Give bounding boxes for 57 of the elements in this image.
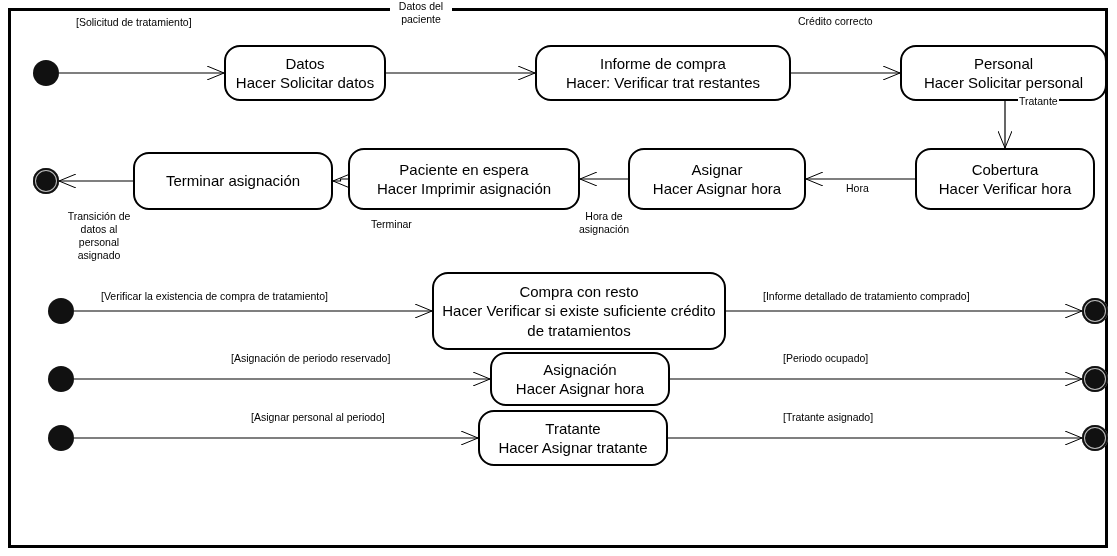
transition-arrow (667, 430, 1083, 446)
final-state (1082, 298, 1108, 324)
state-activity: Hacer: Verificar trat restantes (565, 73, 761, 93)
transition-arrow (73, 371, 491, 387)
transition-arrow (669, 371, 1083, 387)
initial-state (48, 366, 74, 392)
state-box (490, 352, 670, 406)
state-activity: Hacer Asignar hora (515, 379, 645, 399)
state-box (348, 148, 580, 210)
state-name: Tratante (545, 418, 601, 438)
final-state (1082, 366, 1108, 392)
transition-arrow (58, 173, 134, 189)
state-name: Paciente en espera (399, 159, 529, 179)
state-activity: Hacer Solicitar personal (923, 73, 1084, 93)
state-activity: Hacer Asignar tratante (498, 438, 648, 458)
transition-arrow (73, 430, 479, 446)
initial-state (48, 298, 74, 324)
final-state (1082, 425, 1108, 451)
transition-arrow (805, 171, 916, 187)
state-box (628, 148, 806, 210)
state-name: Personal (973, 53, 1034, 73)
state-name: Datos (285, 53, 325, 73)
state-name: Asignación (543, 359, 617, 379)
initial-state (33, 60, 59, 86)
state-activity: Hacer Asignar hora (652, 179, 782, 199)
transition-arrow (725, 303, 1083, 319)
state-name: Informe de compra (600, 53, 726, 73)
edge-label: [Asignar personal al periodo] (250, 411, 386, 425)
state-box (478, 410, 668, 466)
state-name: Cobertura (971, 159, 1039, 179)
edge-label: Datos del paciente (390, 0, 452, 27)
edge-label: [Informe detallado de tratamiento comprado] (762, 290, 971, 304)
state-box (432, 272, 726, 350)
edge-label: [Verificar la existencia de compra de tratamiento] (100, 290, 330, 304)
transition-arrow (997, 100, 1013, 149)
edge-label: [Asignación de periodo reservado] (230, 352, 392, 366)
state-activity: Hacer Verificar si existe suficiente crédito de tratamientos (441, 301, 717, 341)
transition-arrow (73, 303, 433, 319)
state-box (535, 45, 791, 101)
transition-arrow (790, 65, 901, 81)
state-name: Asignar (691, 159, 743, 179)
state-activity: Hacer Verificar hora (938, 179, 1072, 199)
edge-label: [Periodo ocupado] (782, 352, 870, 366)
state-box (224, 45, 386, 101)
transition-arrow (58, 65, 225, 81)
edge-label: [Solicitud de tratamiento] (75, 16, 193, 30)
state-name: Compra con resto (519, 281, 639, 302)
state-box (915, 148, 1095, 210)
transition-arrow (579, 171, 629, 187)
final-state (33, 168, 59, 194)
state-activity: Hacer Imprimir asignación (376, 179, 552, 199)
edge-label: [Tratante asignado] (782, 411, 875, 425)
state-box (133, 152, 333, 210)
state-name: Terminar asignación (165, 171, 301, 191)
state-activity: Hacer Solicitar datos (235, 73, 375, 93)
initial-state (48, 425, 74, 451)
transition-arrow (385, 65, 536, 81)
